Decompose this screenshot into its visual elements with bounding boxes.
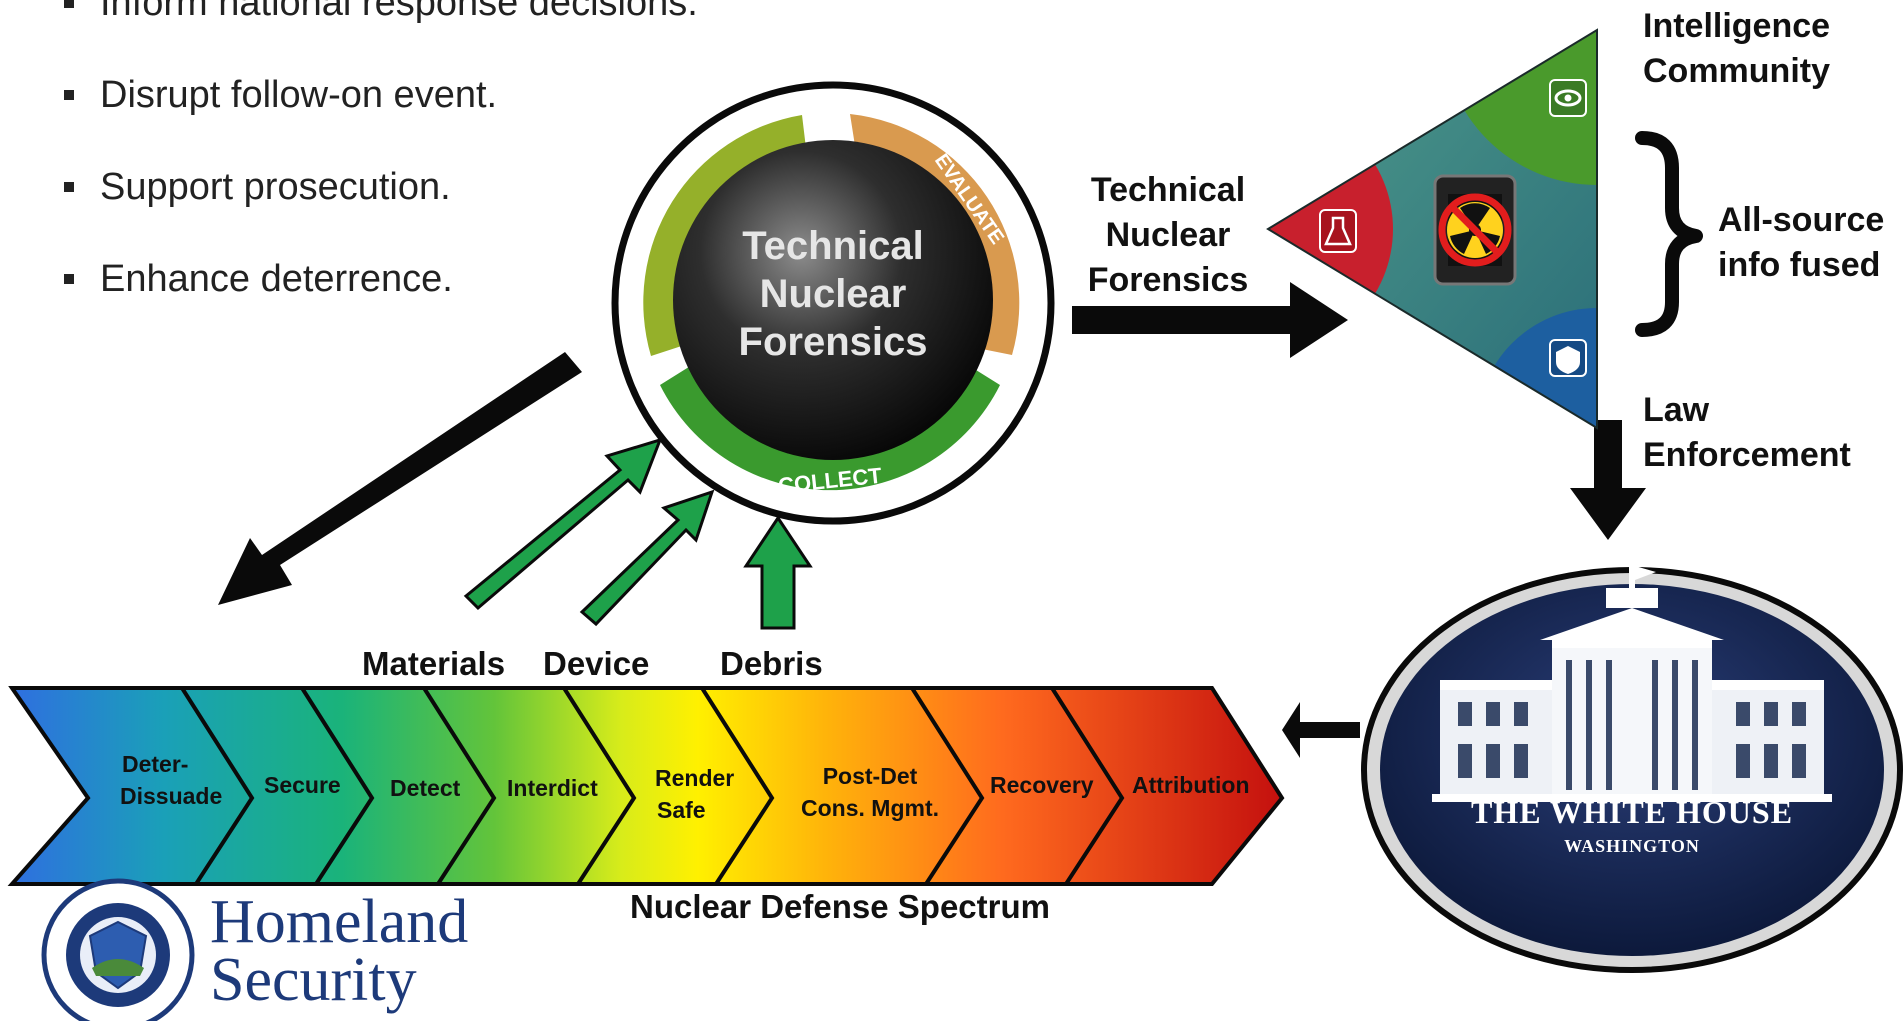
flask-icon [1319, 209, 1357, 253]
bullet-list: Inform national response decisions. Disr… [64, 0, 698, 346]
logo-line: Security [210, 946, 417, 1014]
stage-line: Safe [657, 797, 706, 823]
intel-line: Intelligence [1643, 7, 1831, 45]
cycle-center-line: Forensics [738, 320, 928, 364]
whitehouse-line2: WASHINGTON [1564, 836, 1700, 856]
stage-line: Render [655, 765, 735, 791]
cycle-center-line: Nuclear [759, 272, 907, 316]
stage-line: Dissuade [120, 783, 223, 809]
stage-line: Post-Det [822, 763, 918, 789]
intel-label: Intelligence Community [1643, 4, 1830, 94]
white-house-icon [1432, 566, 1832, 802]
stage-render-safe: Render Safe [655, 762, 734, 826]
bullet-item: Inform national response decisions. [64, 0, 698, 70]
defense-spectrum [7, 686, 1285, 886]
allsource-line: info fused [1718, 246, 1881, 284]
arrow-to-bullets [218, 352, 582, 605]
stage-line: Cons. Mgmt. [801, 795, 939, 821]
bullet-item: Disrupt follow-on event. [64, 70, 698, 162]
arrow-to-spectrum [1282, 702, 1360, 758]
law-label: Law Enforcement [1643, 388, 1851, 478]
green-arrows [463, 437, 813, 630]
stage-deter: Deter- Dissuade [120, 748, 222, 812]
tnf-flow-label: Technical Nuclear Forensics [1068, 168, 1268, 303]
tnf-flow-line: Nuclear [1105, 216, 1231, 254]
tnf-flow-line: Technical [1090, 171, 1246, 209]
cycle-center-line: Technical [742, 224, 924, 268]
stage-secure: Secure [264, 772, 341, 798]
device-label: Device [543, 645, 650, 682]
tnf-flow-line: Forensics [1087, 261, 1249, 299]
black-arrows [218, 282, 1646, 758]
allsource-line: All-source [1718, 201, 1885, 239]
collect-arc [660, 360, 1000, 491]
stage-interdict: Interdict [507, 775, 598, 801]
stage-post-det: Post-Det Cons. Mgmt. [780, 760, 960, 824]
stage-detect: Detect [390, 775, 461, 801]
dhs-seal [41, 878, 195, 1021]
wh-columns [1458, 660, 1806, 790]
debris-label: Debris [720, 645, 823, 682]
allsource-label: All-source info fused [1718, 198, 1884, 288]
bullet-item: Support prosecution. [64, 162, 698, 254]
law-segment [1477, 308, 1597, 428]
law-line: Law [1643, 391, 1710, 429]
device-arrow [579, 489, 715, 627]
cycle-center-text: Technical Nuclear Forensics [683, 222, 983, 366]
law-line: Enforcement [1643, 436, 1851, 474]
arrow-down [1570, 420, 1646, 540]
bullet-item: Enhance deterrence. [64, 254, 698, 346]
tnf-sphere [673, 140, 993, 460]
white-house-seal [1361, 566, 1903, 973]
materials-arrow [463, 437, 663, 611]
intel-segment [1442, 30, 1597, 185]
homeland-security-logo: Homeland Security [210, 888, 469, 1014]
intel-line: Community [1643, 52, 1830, 90]
logo-line: Homeland [210, 888, 469, 956]
stage-recovery: Recovery [990, 772, 1094, 798]
spectrum-title: Nuclear Defense Spectrum [630, 888, 1050, 925]
debris-arrow [743, 515, 813, 630]
whitehouse-line1: THE WHITE HOUSE [1470, 794, 1794, 830]
materials-label: Materials [362, 645, 506, 682]
tnf-cycle [611, 81, 1055, 525]
stage-line: Deter- [122, 751, 189, 777]
arrow-to-triangle [1072, 282, 1348, 358]
allsource-brace [1635, 131, 1703, 337]
stage-attribution: Attribution [1132, 772, 1250, 798]
